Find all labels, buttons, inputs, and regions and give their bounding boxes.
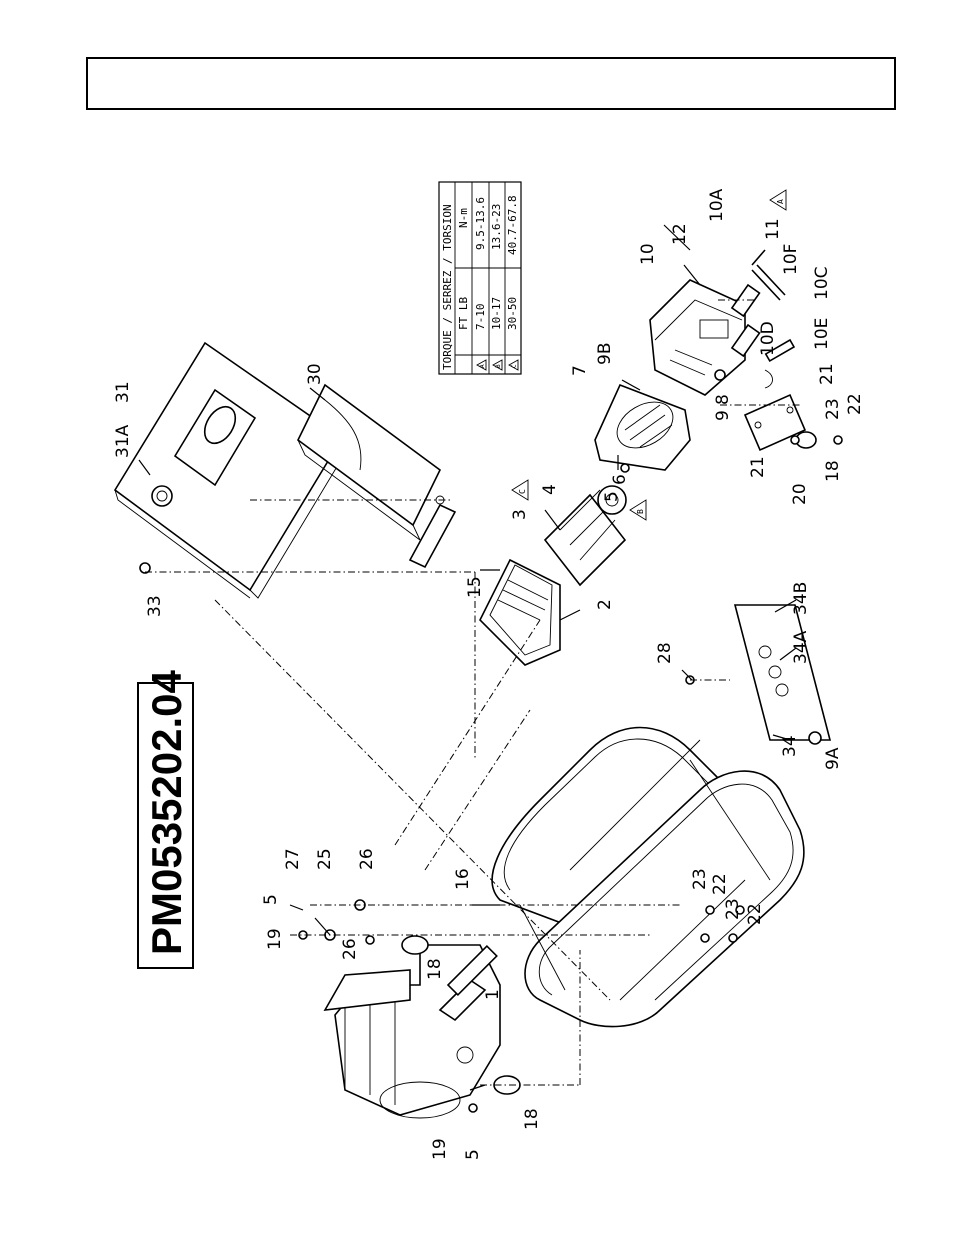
torque-row-mark: A xyxy=(479,364,486,368)
torque-col-nm: N-m xyxy=(457,208,470,228)
callout-2: 2 xyxy=(595,599,615,610)
torque-row: B 10-17 13.6-23 xyxy=(490,204,503,370)
callout-5: 5 xyxy=(261,894,281,905)
callout-6: 6 xyxy=(610,474,630,485)
callout-22: 22 xyxy=(710,873,730,895)
callout-8: 8 xyxy=(713,394,733,405)
callout-10C: 10C xyxy=(812,266,832,300)
callout-10A: 10A xyxy=(707,188,727,222)
callout-10: 10 xyxy=(638,243,658,265)
callout-18: 18 xyxy=(425,958,445,980)
callout-9: 9 xyxy=(713,410,733,421)
torque-row-mark: B xyxy=(495,364,502,368)
callout-11: 11 xyxy=(763,218,783,240)
callout-22: 22 xyxy=(845,393,865,415)
callout-20: 20 xyxy=(790,483,810,505)
callout-22: 22 xyxy=(745,903,765,925)
callout-4: 4 xyxy=(540,484,560,495)
callout-31A: 31A xyxy=(113,424,133,458)
tri-mark-11: A xyxy=(776,199,785,204)
panel-plate-part xyxy=(735,605,830,740)
callout-18: 18 xyxy=(522,1108,542,1130)
callout-10F: 10F xyxy=(781,244,801,275)
callout-10D: 10D xyxy=(758,321,778,356)
callout-21: 21 xyxy=(817,363,837,385)
callout-23: 23 xyxy=(690,868,710,890)
torque-row-ftlb: 10-17 xyxy=(490,297,503,330)
engine-part xyxy=(325,945,500,1118)
callout-19: 19 xyxy=(430,1138,450,1160)
callout-9B: 9B xyxy=(595,343,615,365)
torque-row-ftlb: 7-10 xyxy=(474,304,487,331)
shroud-part xyxy=(298,385,455,567)
callout-26: 26 xyxy=(357,848,377,870)
control-box-part xyxy=(650,280,745,395)
callout-5: 5 xyxy=(602,491,622,502)
callout-34A: 34A xyxy=(791,630,811,664)
torque-row-ftlb: 30-50 xyxy=(506,297,519,330)
callout-15: 15 xyxy=(465,576,485,598)
tri-mark-3: C xyxy=(518,489,527,494)
torque-row-nm: 40.7-67.8 xyxy=(506,195,519,255)
part-number: PM0535202.04 xyxy=(143,669,190,955)
callout-9A: 9A xyxy=(823,747,843,770)
torque-row: C 30-50 40.7-67.8 xyxy=(506,195,519,370)
callout-23: 23 xyxy=(823,398,843,420)
callout-18: 18 xyxy=(823,460,843,482)
callout-10E: 10E xyxy=(812,318,832,350)
callout-5: 5 xyxy=(463,1149,483,1160)
callout-12: 12 xyxy=(670,223,690,245)
callout-28: 28 xyxy=(655,642,675,664)
callout-34B: 34B xyxy=(791,582,811,615)
torque-table: TORQUE / SERREZ / TORSION FT LB N-m A 7-… xyxy=(439,182,521,374)
callout-23: 23 xyxy=(723,898,743,920)
torque-row: A 7-10 9.5-13.6 xyxy=(474,197,487,370)
callout-31: 31 xyxy=(113,381,133,403)
callout-16: 16 xyxy=(453,868,473,890)
callout-26: 26 xyxy=(340,938,360,960)
rear-housing-part xyxy=(480,560,560,665)
callout-7: 7 xyxy=(570,365,590,376)
torque-row-nm: 9.5-13.6 xyxy=(474,197,487,250)
foot-bracket-part xyxy=(745,395,816,450)
callout-3: 3 xyxy=(510,509,530,520)
callout-33: 33 xyxy=(145,595,165,617)
callout-21: 21 xyxy=(748,456,768,478)
frame-part xyxy=(492,728,804,1027)
callout-1: 1 xyxy=(483,989,503,1000)
callout-34: 34 xyxy=(780,735,800,757)
torque-table-title: TORQUE / SERREZ / TORSION xyxy=(441,204,454,370)
callout-27: 27 xyxy=(283,848,303,870)
torque-row-nm: 13.6-23 xyxy=(490,204,503,250)
torque-col-ftlb: FT LB xyxy=(457,297,470,330)
callout-19: 19 xyxy=(265,928,285,950)
callout-25: 25 xyxy=(315,848,335,870)
callout-30: 30 xyxy=(305,363,325,385)
stator-part xyxy=(595,385,690,470)
torque-row-mark: C xyxy=(511,364,518,368)
tri-mark-6: B xyxy=(636,509,645,514)
part-number-box: PM0535202.04 xyxy=(138,669,193,968)
